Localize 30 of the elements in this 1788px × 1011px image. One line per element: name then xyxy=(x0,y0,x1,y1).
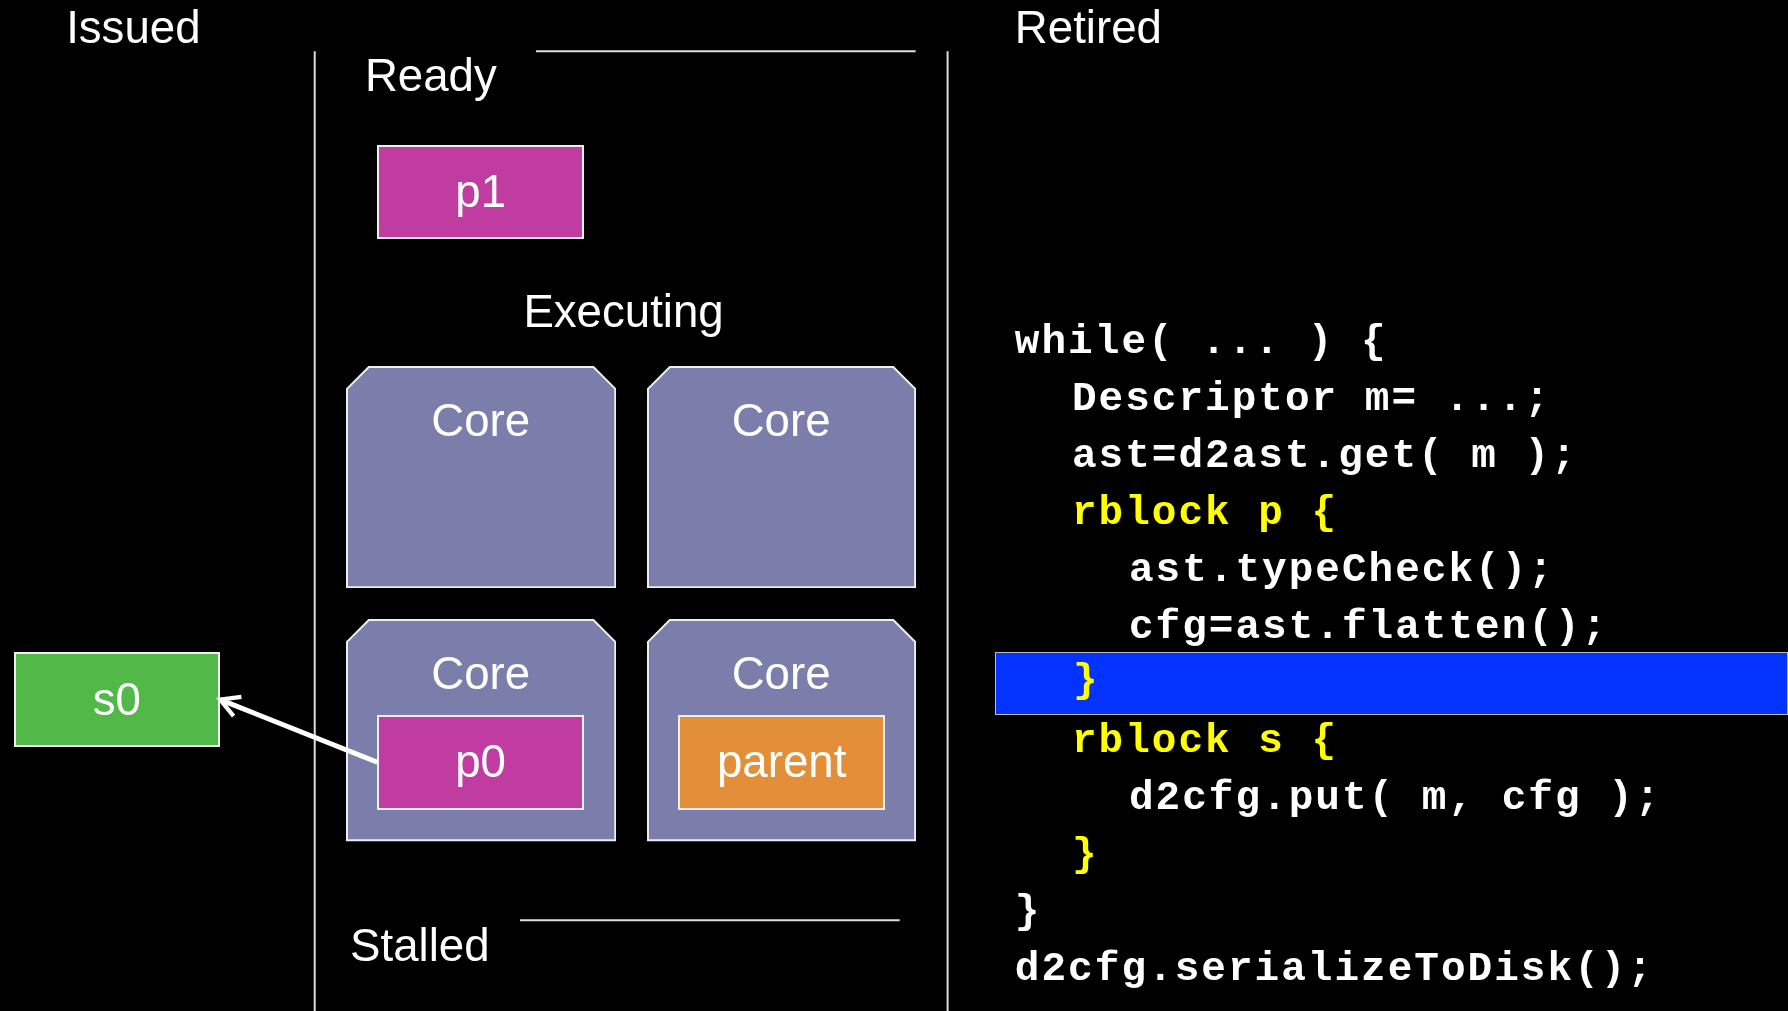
highlight-band xyxy=(995,652,1788,715)
column-heading: Ready xyxy=(364,51,497,102)
column-heading: Retired xyxy=(1014,3,1162,54)
code-line: } xyxy=(1071,832,1099,879)
column-heading: Stalled xyxy=(350,921,490,972)
core-label: Core xyxy=(430,651,532,697)
code-line: cfg=ast.flatten(); xyxy=(1128,604,1609,651)
code-line: ast.typeCheck(); xyxy=(1128,547,1555,594)
code-line: Descriptor m= ...; xyxy=(1071,376,1552,423)
code-line: } xyxy=(1072,657,1100,704)
column-heading: Issued xyxy=(66,3,201,54)
code-line: } xyxy=(1014,889,1042,936)
code-line: d2cfg.serializeToDisk(); xyxy=(1014,946,1655,993)
code-line: d2cfg.put( m, cfg ); xyxy=(1128,775,1662,822)
core-panel xyxy=(345,366,616,589)
task-box: p1 xyxy=(377,144,584,240)
task-box: s0 xyxy=(13,652,221,747)
code-line: while( ... ) { xyxy=(1014,319,1388,366)
task-box: p0 xyxy=(377,714,584,810)
core-label: Core xyxy=(430,397,532,444)
core-panel xyxy=(646,619,916,842)
core-panel xyxy=(646,366,916,589)
code-line: rblock p { xyxy=(1071,490,1339,537)
code-line: ast=d2ast.get( m ); xyxy=(1071,433,1578,480)
core-panel xyxy=(345,619,616,842)
code-line: rblock s { xyxy=(1071,718,1339,765)
core-label: Core xyxy=(730,651,832,697)
task-box: parent xyxy=(678,714,885,810)
column-heading: Executing xyxy=(523,287,724,338)
core-label: Core xyxy=(730,397,832,444)
